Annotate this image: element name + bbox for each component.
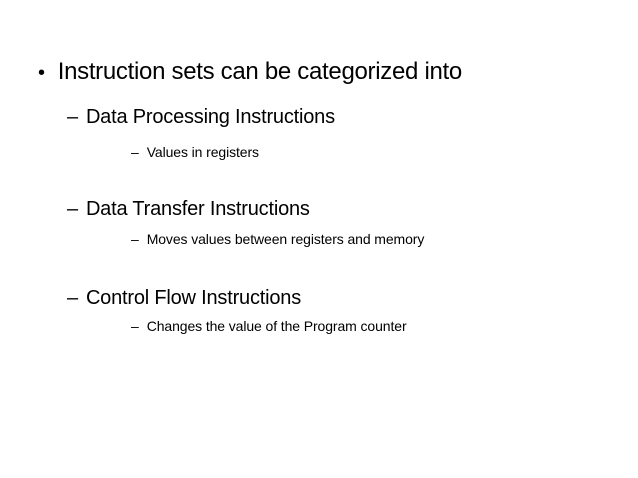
item-heading-text: Data Processing Instructions <box>85 106 335 128</box>
item-detail-text: Values in registers <box>146 144 259 160</box>
item-detail-values-in-registers: – Values in registers <box>131 144 259 160</box>
item-detail-changes-program-counter: – Changes the value of the Program count… <box>131 318 407 334</box>
item-detail-text: Moves values between registers and memor… <box>146 231 425 247</box>
bullet-icon: • <box>38 62 45 84</box>
dash-icon: – <box>131 318 139 334</box>
item-heading-control-flow: – Control Flow Instructions <box>67 287 301 310</box>
main-bullet-text: Instruction sets can be categorized into <box>57 58 463 85</box>
item-heading-text: Control Flow Instructions <box>85 287 302 309</box>
item-heading-text: Data Transfer Instructions <box>85 198 310 220</box>
main-bullet-line: • Instruction sets can be categorized in… <box>38 58 462 86</box>
dash-icon: – <box>131 231 139 247</box>
dash-icon: – <box>131 144 139 160</box>
item-heading-data-processing: – Data Processing Instructions <box>67 106 335 129</box>
dash-icon: – <box>67 287 78 309</box>
item-heading-data-transfer: – Data Transfer Instructions <box>67 198 310 221</box>
dash-icon: – <box>67 198 78 220</box>
item-detail-text: Changes the value of the Program counter <box>146 318 407 334</box>
item-detail-moves-values: – Moves values between registers and mem… <box>131 231 424 247</box>
dash-icon: – <box>67 106 78 128</box>
